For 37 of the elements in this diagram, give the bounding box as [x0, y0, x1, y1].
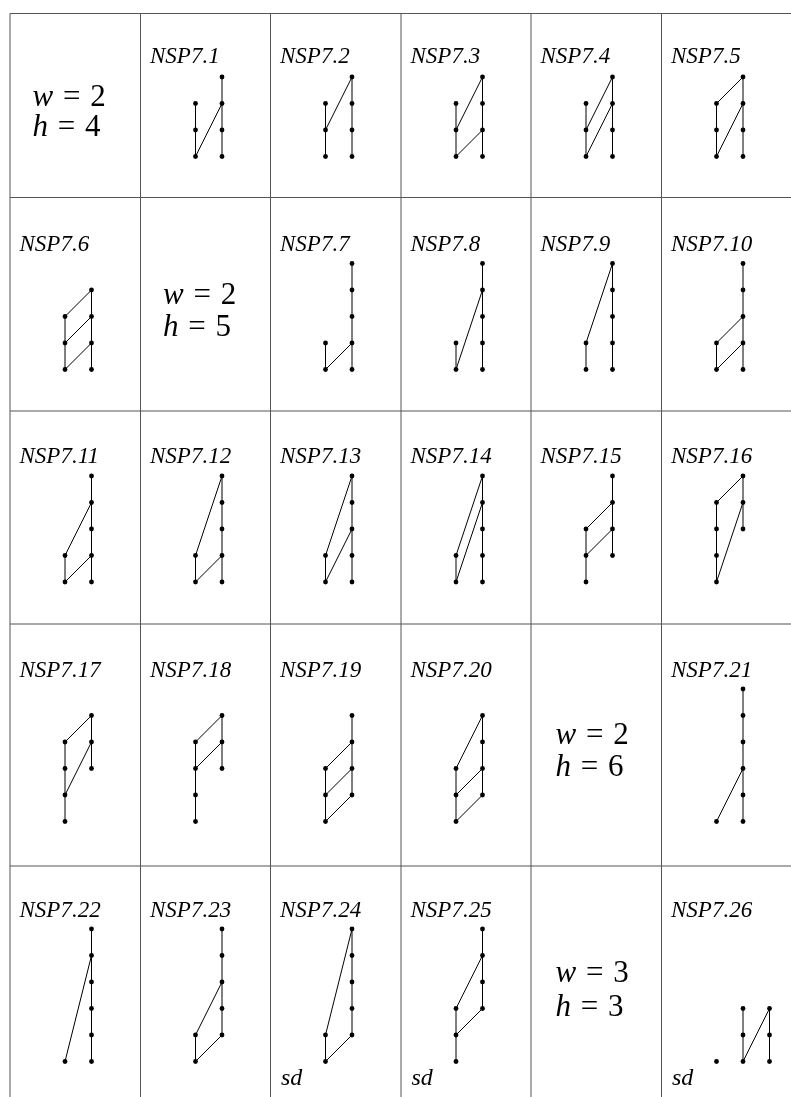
- poset-label: NSP7.11: [19, 443, 99, 467]
- parameter-label: h = 6: [555, 749, 624, 781]
- poset-label: NSP7.18: [150, 657, 232, 681]
- parameter-label: w = 2: [32, 79, 106, 111]
- poset-label: NSP7.14: [410, 443, 492, 467]
- poset-label: NSP7.3: [410, 43, 481, 67]
- poset-label: NSP7.8: [410, 231, 481, 254]
- poset-label: NSP7.24: [280, 897, 362, 920]
- annotation-label: sd: [672, 1065, 694, 1089]
- poset-label: NSP7.26: [671, 897, 753, 920]
- parameter-label: h = 3: [555, 989, 624, 1021]
- poset-label: NSP7.2: [280, 43, 350, 67]
- poset-label: NSP7.1: [150, 43, 220, 67]
- poset-label: NSP7.23: [150, 897, 232, 920]
- poset-label: NSP7.19: [280, 657, 362, 681]
- parameter-label: w = 2: [555, 717, 629, 748]
- poset-label: NSP7.9: [540, 231, 611, 254]
- poset-label: NSP7.15: [540, 443, 622, 467]
- poset-label: NSP7.22: [19, 897, 101, 920]
- annotation-label: sd: [411, 1065, 433, 1089]
- annotation-label: sd: [281, 1065, 303, 1089]
- poset-label: NSP7.4: [540, 43, 611, 67]
- poset-label: NSP7.7: [280, 231, 350, 254]
- poset-label: NSP7.6: [19, 231, 90, 254]
- poset-label: NSP7.21: [671, 657, 753, 681]
- parameter-label: h = 4: [32, 109, 101, 141]
- poset-label: NSP7.13: [280, 443, 362, 467]
- poset-label: NSP7.25: [410, 897, 492, 920]
- poset-label: NSP7.16: [671, 443, 753, 467]
- poset-label: NSP7.10: [671, 231, 753, 254]
- parameter-label: w = 3: [555, 955, 629, 987]
- poset-label: NSP7.12: [150, 443, 232, 467]
- parameter-label: w = 2: [163, 277, 237, 308]
- poset-label: NSP7.17: [19, 657, 101, 681]
- parameter-label: h = 5: [163, 309, 231, 341]
- poset-label: NSP7.5: [671, 43, 741, 67]
- poset-label: NSP7.20: [410, 657, 492, 681]
